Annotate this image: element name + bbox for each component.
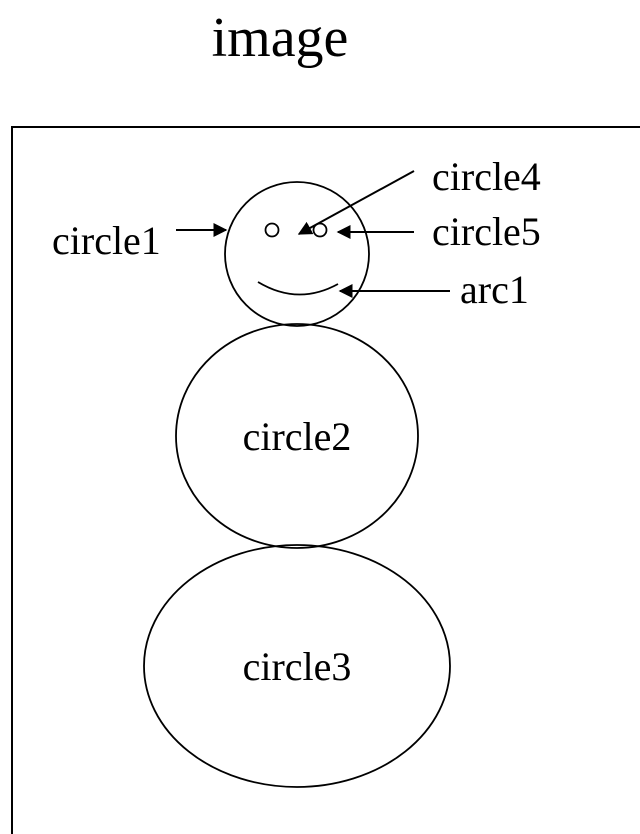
- circle2-label: circle2: [243, 414, 352, 459]
- circle1-shape: [225, 182, 369, 326]
- circle5-label: circle5: [432, 209, 541, 254]
- circle3-label: circle3: [243, 644, 352, 689]
- circle4-arrow: [299, 171, 414, 234]
- circle1-label: circle1: [52, 218, 161, 263]
- arc1-shape: [258, 282, 338, 295]
- circle4-shape: [266, 224, 279, 237]
- circle4-label: circle4: [432, 154, 541, 199]
- arc1-label: arc1: [460, 267, 529, 312]
